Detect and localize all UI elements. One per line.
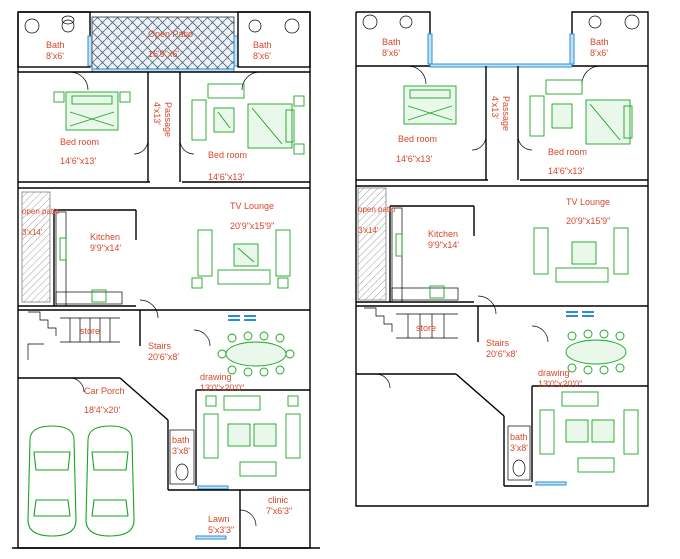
room-size: 4'x13'	[152, 102, 162, 125]
room-size: 3'x8'	[510, 443, 528, 453]
toilet-icon	[61, 19, 75, 33]
room-label: open patio	[358, 205, 396, 214]
room-size: 14'6"x13'	[60, 156, 96, 166]
room-size: 8'x6'	[590, 48, 608, 58]
room-size: 20'9"x15'9"	[230, 221, 274, 231]
room-label: Bed room	[60, 137, 99, 147]
room-size: 9'9"x14'	[90, 243, 121, 253]
room-label: bath	[172, 435, 190, 445]
room-label: Passage	[501, 96, 511, 131]
room-size: 8'x6'	[46, 51, 64, 61]
stove-icon	[395, 233, 403, 257]
room-size: 20'6"x8'	[148, 352, 179, 362]
room-size: 7'x6'3"	[266, 506, 292, 516]
stove-icon	[59, 237, 67, 261]
room-label: drawing	[538, 368, 570, 378]
room-label: Stairs	[486, 338, 510, 348]
open-patio-hatch	[21, 191, 51, 303]
room-size: 14'6"x13'	[548, 166, 584, 176]
sofa-icon	[197, 229, 213, 277]
room-size: 3'x14'	[358, 226, 379, 235]
room-label: bath	[510, 432, 528, 442]
sink-icon	[429, 285, 445, 299]
room-size: 14'6"x13'	[208, 172, 244, 182]
dining-table-icon	[225, 341, 287, 367]
bed-icon	[65, 91, 119, 131]
room-label: Bath	[253, 40, 272, 50]
room-size: 20'9"x15'9"	[566, 216, 610, 226]
room-size: 3'x14'	[22, 228, 43, 237]
open-patio-hatch	[357, 187, 387, 301]
room-size: 5'x3'3"	[208, 525, 234, 535]
wash-basin-icon	[284, 18, 300, 34]
dining-table-icon	[565, 339, 627, 365]
room-label: Bed room	[548, 147, 587, 157]
room-label: Car Porch	[84, 386, 125, 396]
toilet-icon	[399, 15, 413, 29]
toilet-icon	[248, 19, 262, 33]
first-floor-plan: Bath 8'x6' Bath 8'x6' Bed room 14'6"x13'…	[355, 11, 649, 507]
wash-basin-icon	[362, 14, 378, 30]
wash-basin-icon	[24, 18, 40, 34]
room-label: Stairs	[148, 341, 172, 351]
room-size: 4'x13'	[490, 96, 500, 119]
bed-icon	[403, 85, 457, 125]
toilet-icon	[512, 459, 526, 477]
toilet-icon	[588, 15, 602, 29]
room-label: TV Lounge	[230, 201, 274, 211]
toilet-icon	[175, 463, 189, 481]
room-label: store	[416, 323, 436, 333]
room-label: Kitchen	[90, 232, 120, 242]
room-label: Bed room	[398, 134, 437, 144]
room-size: 8'x6'	[382, 48, 400, 58]
room-label: Open Patio	[148, 29, 193, 39]
car-icon	[27, 425, 77, 537]
room-size: 18'4"x20'	[84, 405, 120, 415]
sofa-icon	[223, 395, 261, 411]
room-label: TV Lounge	[566, 197, 610, 207]
room-size: 13'0"x20'0"	[200, 383, 244, 393]
room-label: clinic	[268, 495, 289, 505]
wash-basin-icon	[624, 14, 640, 30]
ground-floor-plan: Bath 8'x6' Open Patio 16'9"x6' Bath 8'x6…	[12, 11, 320, 549]
room-label: Bath	[590, 37, 609, 47]
sofa-icon	[561, 391, 599, 407]
room-label: Kitchen	[428, 229, 458, 239]
room-label: Lawn	[208, 514, 230, 524]
room-size: 3'x8'	[172, 446, 190, 456]
room-size: 16'9"x6'	[148, 49, 179, 59]
room-label: Bed room	[208, 150, 247, 160]
sofa-icon	[207, 83, 245, 99]
room-label: store	[80, 326, 100, 336]
room-label: Passage	[163, 102, 173, 137]
open-patio-paving	[91, 16, 235, 70]
sofa-icon	[545, 79, 583, 95]
room-size: 13'0"x20'0"	[538, 379, 582, 389]
room-label: Bath	[46, 40, 65, 50]
sink-icon	[91, 289, 107, 303]
sofa-icon	[533, 227, 549, 275]
room-label: drawing	[200, 372, 232, 382]
room-size: 8'x6'	[253, 51, 271, 61]
car-icon	[85, 425, 135, 537]
room-label: Bath	[382, 37, 401, 47]
room-size: 20'6"x8'	[486, 349, 517, 359]
room-label: open patio	[22, 207, 60, 216]
room-size: 9'9"x14'	[428, 240, 459, 250]
room-size: 14'6"x13'	[396, 154, 432, 164]
